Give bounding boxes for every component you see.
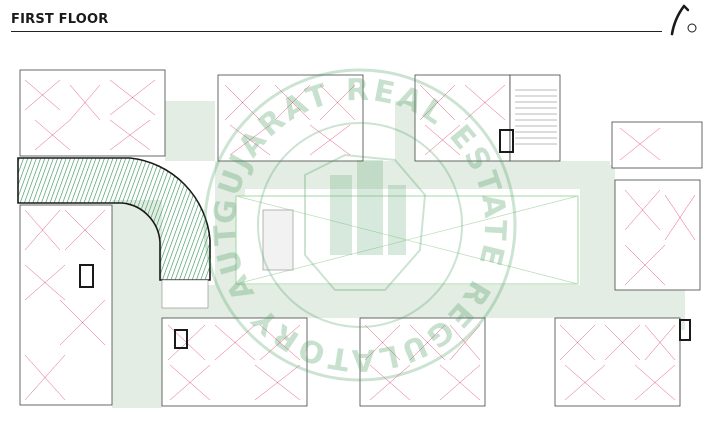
floor-plan-title: FIRST FLOOR: [11, 12, 109, 27]
curved-ramp: [17, 157, 211, 281]
title-underline: [11, 31, 662, 32]
lift-core: [262, 209, 294, 271]
unit-blocks: [19, 69, 703, 407]
fixture-lines: [24, 79, 696, 401]
rera-seal-icon: GUJARAT REAL ESTATE REGULATORY AUTHORITY: [195, 65, 517, 382]
north-arrow-icon: [670, 4, 697, 36]
